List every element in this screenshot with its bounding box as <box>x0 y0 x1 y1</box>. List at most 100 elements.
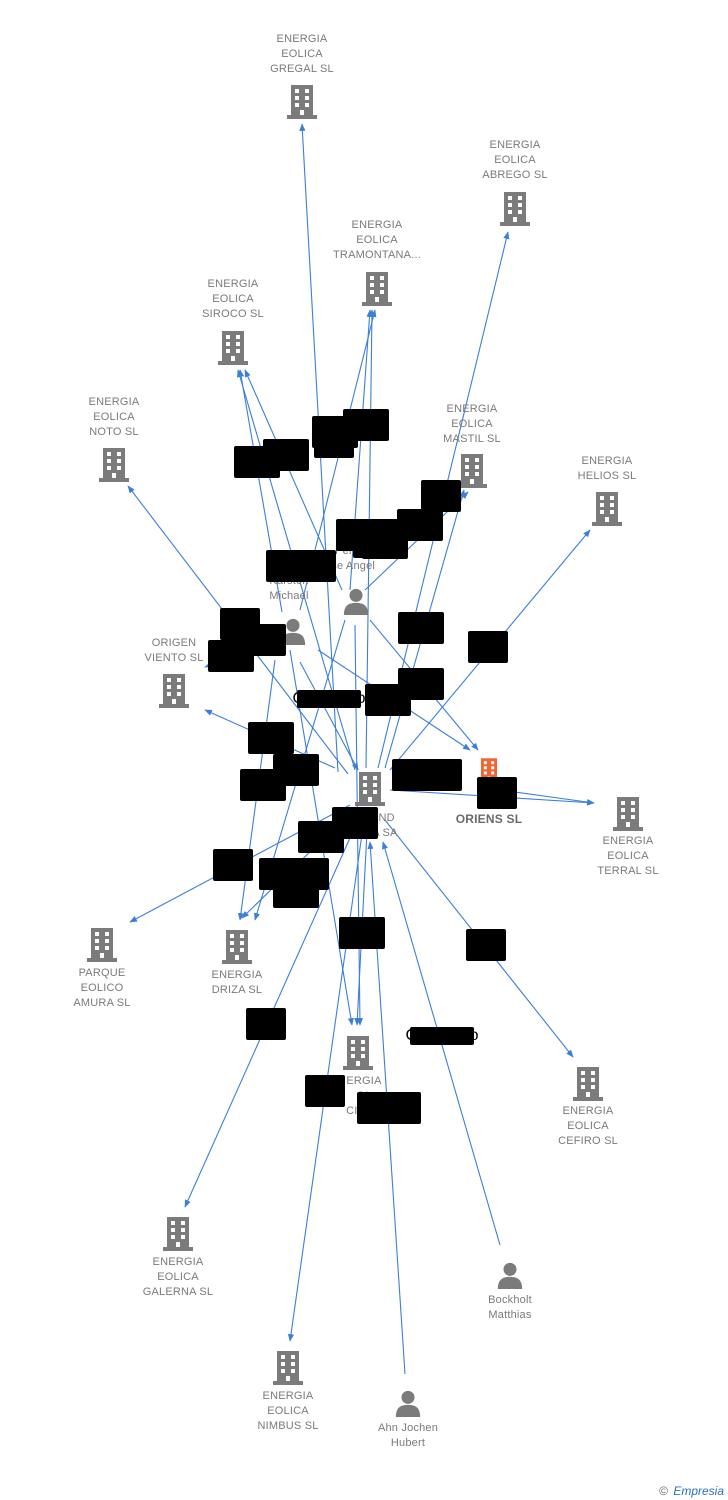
edge-tag-text: Solid. <box>266 453 306 470</box>
node-label-line: EOLICO <box>81 982 124 994</box>
edge-tag[interactable]: Adm.Solid. <box>398 668 444 700</box>
node-label-line: ENERGIA <box>582 455 633 467</box>
node-label-line: ENERGIA <box>208 278 259 290</box>
node-label-line: HELIOS SL <box>578 470 637 482</box>
node-label-line: ENERGIA <box>352 219 403 231</box>
edge-tag-text: Solid. <box>401 682 441 699</box>
edge-tag-box <box>314 426 354 458</box>
edge-tag-text: Único <box>213 861 254 880</box>
edge-tag[interactable]: Consejero <box>293 690 366 708</box>
node-tramontana[interactable]: ENERGIAEOLICATRAMONTANA... <box>333 219 421 306</box>
edge-tag-box <box>248 722 294 754</box>
edge-tag[interactable]: Consej. ,Presid. <box>357 1092 421 1124</box>
edge-tag[interactable]: Consejero <box>406 1027 479 1045</box>
building-icon <box>99 448 129 482</box>
node-label-line: ose Angel <box>325 560 375 572</box>
edge-tag-text: Adm. <box>408 759 445 776</box>
edge-tag[interactable]: Adm.Solid. <box>365 684 411 716</box>
edge-tag-text: Adm. <box>343 917 380 934</box>
node-label-line: ENERGIA <box>447 403 498 415</box>
edge-tag-text: Solid. <box>276 890 316 907</box>
edge-karsten-to-wind <box>299 661 359 771</box>
edge-tag-box <box>410 1027 474 1045</box>
edges-layer <box>127 123 595 1375</box>
edge-tag-box <box>357 1092 421 1124</box>
edge-tag-text: Adm. <box>252 722 289 739</box>
copyright-symbol: © <box>659 1484 668 1498</box>
node-label-line: ORIGEN <box>152 637 197 649</box>
edge-tag-text: Adm. <box>347 409 384 426</box>
building-icon <box>457 454 487 488</box>
edge-tag[interactable]: Adm.Solid.,... <box>392 759 462 791</box>
edge-tag-text: Socio <box>466 929 506 946</box>
edge-tag-text: Solid. <box>400 523 440 540</box>
building-icon <box>362 272 392 306</box>
edge-tag[interactable]: Adm.Solid. <box>332 807 378 839</box>
edge-tag[interactable]: Adm.Solid. <box>397 509 443 541</box>
edge-tag-text: Consej. , <box>357 1092 420 1109</box>
node-label-line: ABREGO SL <box>482 169 547 181</box>
edge-tag-text: Socio <box>220 608 260 625</box>
edge-tag[interactable]: Adm.Solid. <box>248 722 294 754</box>
edge-tag-box <box>398 668 444 700</box>
edge-tag[interactable]: Adm.Solid. <box>362 527 408 559</box>
node-label-line: ENERGIA <box>89 396 140 408</box>
edge-tag[interactable]: Adm.Solid. <box>339 917 385 949</box>
edge-tag-box <box>343 409 389 441</box>
building-icon <box>218 331 248 365</box>
node-label-line: Michael <box>269 590 308 602</box>
edge-tag-box <box>240 769 286 801</box>
node-label-line: TRAMONTANA... <box>333 249 421 261</box>
node-label-line: TERRAL SL <box>597 865 658 877</box>
node-helios[interactable]: ENERGIA HELIOS SL <box>578 455 637 526</box>
edge-tag[interactable]: Adm.Solid. <box>208 640 254 672</box>
edge-tag[interactable]: Adm.Solid. <box>343 409 389 441</box>
person-icon <box>497 1262 523 1289</box>
edge-tag[interactable]: Adm.Solid. <box>263 439 309 471</box>
edge-tag-text: Único <box>421 492 462 511</box>
building-icon <box>287 85 317 119</box>
person-icon <box>395 1390 421 1417</box>
brand-logo-text[interactable]: Empresia <box>673 1484 724 1498</box>
building-icon <box>273 1351 303 1385</box>
node-label-line: A SA <box>372 827 398 839</box>
building-icon <box>500 192 530 226</box>
edge-tag-text: Solid. <box>401 626 441 643</box>
edge-tag[interactable]: Adm.Solid.,... <box>259 858 329 890</box>
edge-tag[interactable]: Adm.Solid.,... <box>266 550 336 582</box>
edge-tag-text: Solid. <box>346 423 386 440</box>
person-icon <box>343 588 369 615</box>
edge-tag[interactable]: Adm.Solid. <box>398 612 444 644</box>
building-icon <box>573 1067 603 1101</box>
node-label-line: ERGIA <box>346 1075 382 1087</box>
building-icon <box>355 772 385 806</box>
edge-tag[interactable]: Adm.Solid. <box>240 769 286 801</box>
edge-tag-text: Adm. <box>336 807 373 824</box>
edge-tags-layer: Adm.Solid.Adm.Solid.SocioÚnicoAdm.Solid.… <box>208 409 518 1124</box>
node-label-line: ENERGIA <box>153 1256 204 1268</box>
